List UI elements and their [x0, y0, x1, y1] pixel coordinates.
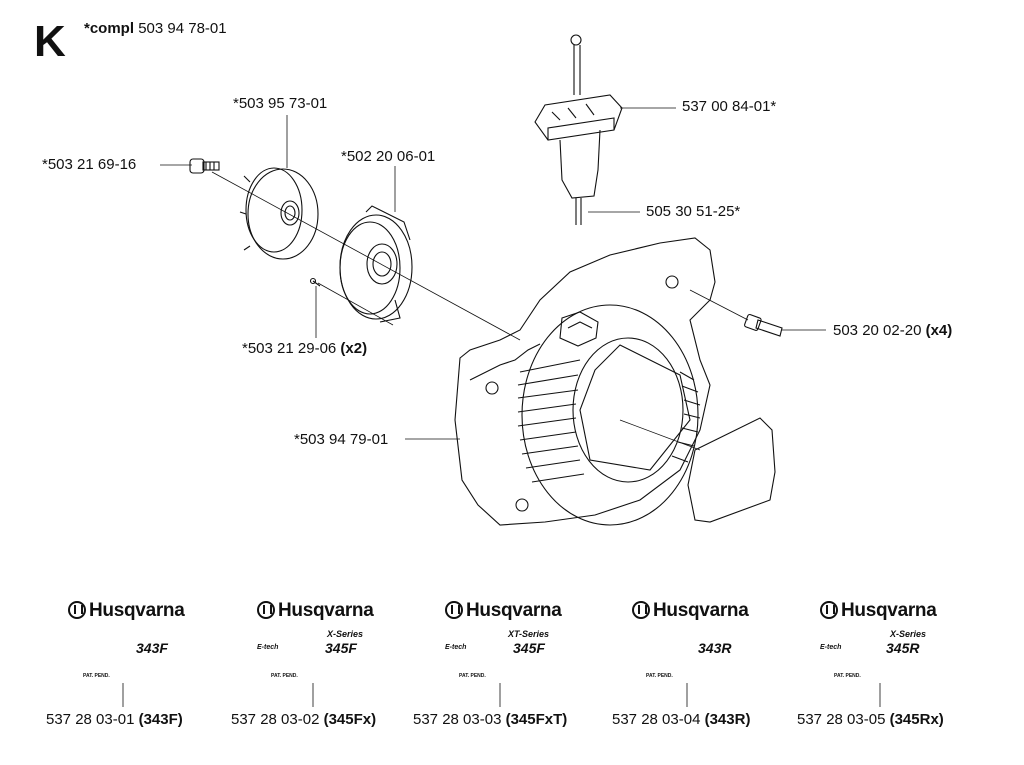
decal-343f: Husqvarna 343F PAT. PEND.	[68, 600, 238, 710]
decal-part-number: 537 28 03-04	[612, 711, 701, 728]
crown-icon	[820, 601, 838, 619]
label-starter-cover: *503 94 79-01	[294, 431, 389, 448]
decal-part-number: 537 28 03-05	[797, 711, 886, 728]
label-starter-cord: 505 30 51-25*	[646, 203, 741, 220]
decal-model: 345R	[886, 640, 920, 656]
decal-variant: (345FxT)	[505, 711, 568, 728]
starter-handle	[534, 34, 623, 225]
cover-screw	[744, 313, 783, 337]
label-spring-screw: *503 21 29-06 (x2)	[242, 340, 367, 358]
crown-icon	[632, 601, 650, 619]
compl-part-number: 503 94 78-01	[138, 20, 227, 37]
leader-lines	[122, 107, 881, 707]
decal-part-label: 537 28 03-03 (345FxT)	[413, 711, 567, 728]
decal-series: XT-Series	[508, 629, 550, 639]
decal-model: 343F	[136, 640, 168, 656]
decal-pat-pend: PAT. PEND.	[834, 673, 861, 679]
decal-pat-pend: PAT. PEND.	[646, 673, 673, 679]
cover-screw-quantity: (x4)	[925, 322, 953, 339]
decal-model: 345F	[325, 640, 357, 656]
spring-screw-quantity: (x2)	[340, 340, 368, 357]
decal-model: 345F	[513, 640, 545, 656]
label-pulley-screw: *503 21 69-16	[42, 156, 137, 173]
crown-icon	[257, 601, 275, 619]
brand-logo: Husqvarna	[820, 600, 937, 622]
decal-variant: (343R)	[704, 711, 751, 728]
decal-pat-pend: PAT. PEND.	[83, 673, 110, 679]
decal-etech: E-tech	[445, 644, 467, 651]
crown-icon	[445, 601, 463, 619]
decal-345rx: Husqvarna X-Series E-tech 345R PAT. PEND…	[820, 600, 990, 710]
decal-pat-pend: PAT. PEND.	[459, 673, 486, 679]
starter-cover	[454, 237, 716, 526]
cover-decal-plate	[687, 417, 776, 523]
decal-pat-pend: PAT. PEND.	[271, 673, 298, 679]
assembly-label: *compl 503 94 78-01	[84, 20, 227, 37]
brand-logo: Husqvarna	[68, 600, 185, 622]
pulley-screw	[189, 158, 220, 174]
decal-model: 343R	[698, 640, 732, 656]
decal-variant: (345Rx)	[889, 711, 944, 728]
brand-logo: Husqvarna	[257, 600, 374, 622]
label-recoil-spring: *502 20 06-01	[341, 148, 436, 165]
decal-345fxt: Husqvarna XT-Series E-tech 345F PAT. PEN…	[445, 600, 615, 710]
decal-part-label: 537 28 03-05 (345Rx)	[797, 711, 944, 728]
brand-logo: Husqvarna	[445, 600, 562, 622]
decal-345fx: Husqvarna X-Series E-tech 345F PAT. PEND…	[257, 600, 427, 710]
decal-variant: (343F)	[138, 711, 183, 728]
label-starter-handle: 537 00 84-01*	[682, 98, 777, 115]
section-letter: K	[34, 17, 66, 66]
decal-part-number: 537 28 03-03	[413, 711, 502, 728]
decal-variant: (345Fx)	[323, 711, 377, 728]
decal-etech: E-tech	[820, 644, 842, 651]
decal-343r: Husqvarna 343R PAT. PEND.	[632, 600, 802, 710]
decal-series: X-Series	[327, 629, 364, 639]
starter-pulley	[239, 167, 319, 260]
decal-series: X-Series	[890, 629, 927, 639]
label-cover-screw: 503 20 02-20 (x4)	[833, 322, 952, 340]
spring-screw	[309, 277, 321, 287]
decal-part-label: 537 28 03-02 (345Fx)	[231, 711, 376, 728]
cover-screw-part-number: 503 20 02-20	[833, 322, 922, 339]
decal-part-number: 537 28 03-01	[46, 711, 135, 728]
spring-screw-part-number: *503 21 29-06	[242, 340, 337, 357]
compl-prefix: *compl	[84, 20, 135, 37]
brand-logo: Husqvarna	[632, 600, 749, 622]
decal-part-label: 537 28 03-04 (343R)	[612, 711, 750, 728]
decal-part-number: 537 28 03-02	[231, 711, 320, 728]
decal-part-label: 537 28 03-01 (343F)	[46, 711, 183, 728]
crown-icon	[68, 601, 86, 619]
label-starter-pulley: *503 95 73-01	[233, 95, 328, 112]
recoil-spring	[339, 205, 413, 323]
decal-etech: E-tech	[257, 644, 279, 651]
